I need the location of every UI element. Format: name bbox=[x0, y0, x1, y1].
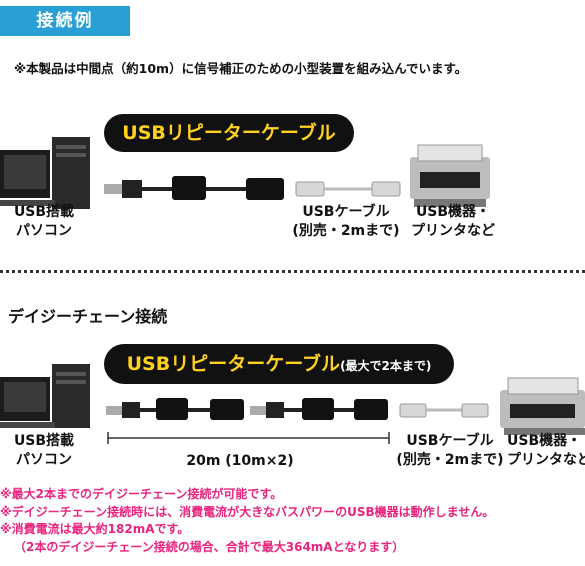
pc-label: USB搭載パソコン bbox=[13, 433, 75, 468]
computer-icon bbox=[0, 364, 90, 428]
note-line: ※最大2本までのデイジーチェーン接続が可能です。 bbox=[0, 487, 283, 501]
device-label: USB機器・プリンタなど bbox=[507, 433, 585, 468]
printer-icon bbox=[500, 377, 585, 435]
repeater-cable-icon bbox=[104, 176, 284, 200]
device-label: USB機器・プリンタなど bbox=[411, 204, 495, 239]
divider bbox=[0, 270, 585, 273]
length-bracket bbox=[107, 432, 390, 444]
caution-notes: ※最大2本までのデイジーチェーン接続が可能です。 ※デイジーチェーン接続時には、… bbox=[0, 486, 494, 556]
repeater-cable-icon bbox=[106, 398, 244, 420]
usb-cable-label: USBケーブル(別売・2mまで) bbox=[292, 204, 400, 239]
daisy-chain-title: デイジーチェーン接続 bbox=[8, 307, 168, 326]
note-line: ※消費電流は最大約182mAです。 bbox=[0, 522, 190, 536]
usb-cable-icon bbox=[399, 403, 489, 418]
length-label: 20m (10m×2) bbox=[186, 453, 294, 469]
section-tag: 接続例 bbox=[0, 6, 130, 36]
pc-label: USB搭載パソコン bbox=[13, 204, 75, 239]
computer-icon bbox=[0, 137, 90, 209]
product-label-pill: USBリピーターケーブル(最大で2本まで) bbox=[104, 344, 454, 384]
product-label-pill: USBリピーターケーブル bbox=[104, 114, 354, 152]
intro-note: ※本製品は中間点（約10m）に信号補正のための小型装置を組み込んでいます。 bbox=[14, 61, 468, 76]
usb-cable-icon bbox=[295, 181, 401, 197]
usb-cable-label: USBケーブル(別売・2mまで) bbox=[396, 433, 504, 468]
note-line: ※デイジーチェーン接続時には、消費電流が大きなバスパワーのUSB機器は動作しませ… bbox=[0, 504, 495, 519]
repeater-cable-icon bbox=[250, 398, 388, 420]
printer-icon bbox=[410, 144, 490, 207]
note-line: （2本のデイジーチェーン接続の場合、合計で最大364mAとなります） bbox=[14, 539, 405, 554]
